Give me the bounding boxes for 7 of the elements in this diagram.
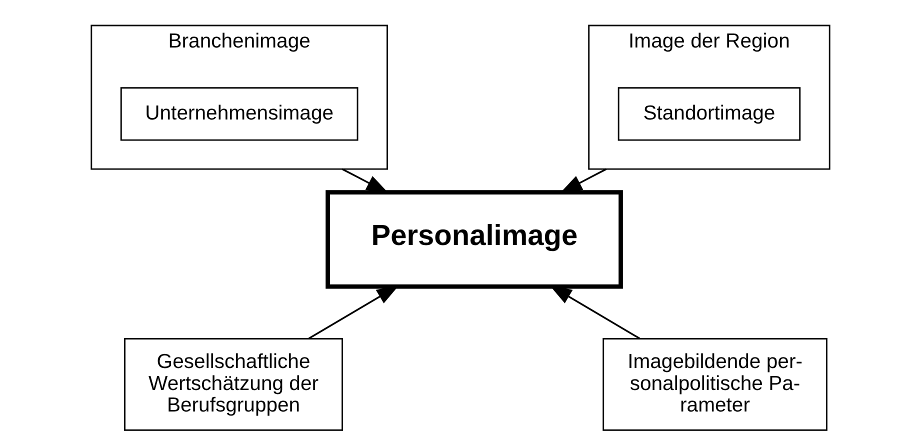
arrow xyxy=(560,168,607,194)
node-box: Standortimage xyxy=(618,87,801,141)
arrow xyxy=(342,168,389,194)
node-box: Gesellschaftliche Wertschätzung der Berufsgruppen xyxy=(124,338,344,431)
node-box: Imagebildende per- sonalpolitische Pa- rameter xyxy=(602,338,828,431)
node-box: Personalimage xyxy=(326,190,623,289)
node-box: Unternehmensimage xyxy=(120,87,358,141)
